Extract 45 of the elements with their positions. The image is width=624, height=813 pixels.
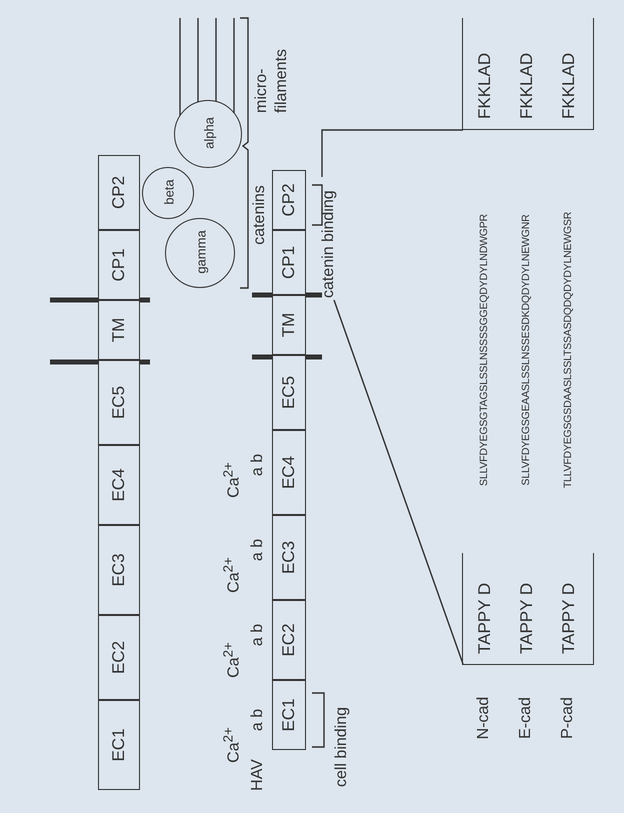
domain-box: EC5	[98, 360, 140, 445]
domain-box: CP2	[98, 155, 140, 230]
domain-box: TM	[272, 295, 306, 355]
motif-label: HAV	[249, 759, 267, 791]
sequence-text: SLLVFDYEGSGTAGSLSSLNSSSSGGEQDYDYLNDWGPR	[478, 214, 490, 486]
motif-text: FKKLAD	[559, 52, 579, 119]
site-label: a b	[249, 538, 267, 562]
domain-box: EC5	[272, 355, 306, 430]
leader-line	[321, 129, 463, 177]
site-label: a b	[249, 454, 267, 476]
domain-box: CP1	[98, 230, 140, 300]
protein-name: beta	[162, 179, 176, 205]
protein-name: alpha	[202, 117, 216, 149]
structure-label: micro- filaments	[252, 48, 291, 113]
protein-name: gamma	[194, 230, 208, 274]
domain-box: EC3	[272, 515, 306, 600]
motif-text: FKKLAD	[517, 52, 537, 119]
domain-box: EC1	[98, 700, 140, 790]
site-label: a b	[249, 708, 267, 732]
region-label: catenin binding	[320, 178, 342, 298]
region-label: cell binding	[333, 706, 351, 788]
domain-box: CP2	[272, 170, 306, 230]
domain-box: CP1	[272, 230, 306, 295]
domain-box: EC4	[272, 430, 306, 515]
structure-label: catenins	[251, 185, 269, 245]
catenin-circle	[142, 167, 194, 219]
motif-text: TAPPY D	[475, 582, 495, 654]
motif-text: TAPPY D	[559, 582, 579, 654]
protein-name: N-cad	[475, 696, 493, 740]
domain-box: EC4	[98, 445, 140, 525]
leader-line	[333, 300, 464, 664]
domain-box: TM	[98, 300, 140, 360]
sequence-bracket-box	[462, 18, 594, 130]
domain-box: EC2	[272, 600, 306, 680]
site-label: a b	[249, 624, 267, 646]
protein-name: E-cad	[517, 697, 535, 739]
sequence-bracket-box	[462, 553, 594, 665]
motif-text: TAPPY D	[517, 582, 537, 654]
domain-box: EC3	[98, 525, 140, 615]
sequence-text: TLLVFDYEGSGSDAASLSSLTSSASDQDQDYDYLNEWGSR	[562, 212, 574, 488]
domain-box: EC2	[98, 615, 140, 700]
protein-name: P-cad	[559, 697, 577, 739]
motif-text: FKKLAD	[475, 52, 495, 119]
sequence-text: SLLVFDYEGSGEAASLSSLNSSESDKDQDYDYLNEWGNR	[520, 214, 532, 486]
domain-box: EC1	[272, 680, 306, 750]
